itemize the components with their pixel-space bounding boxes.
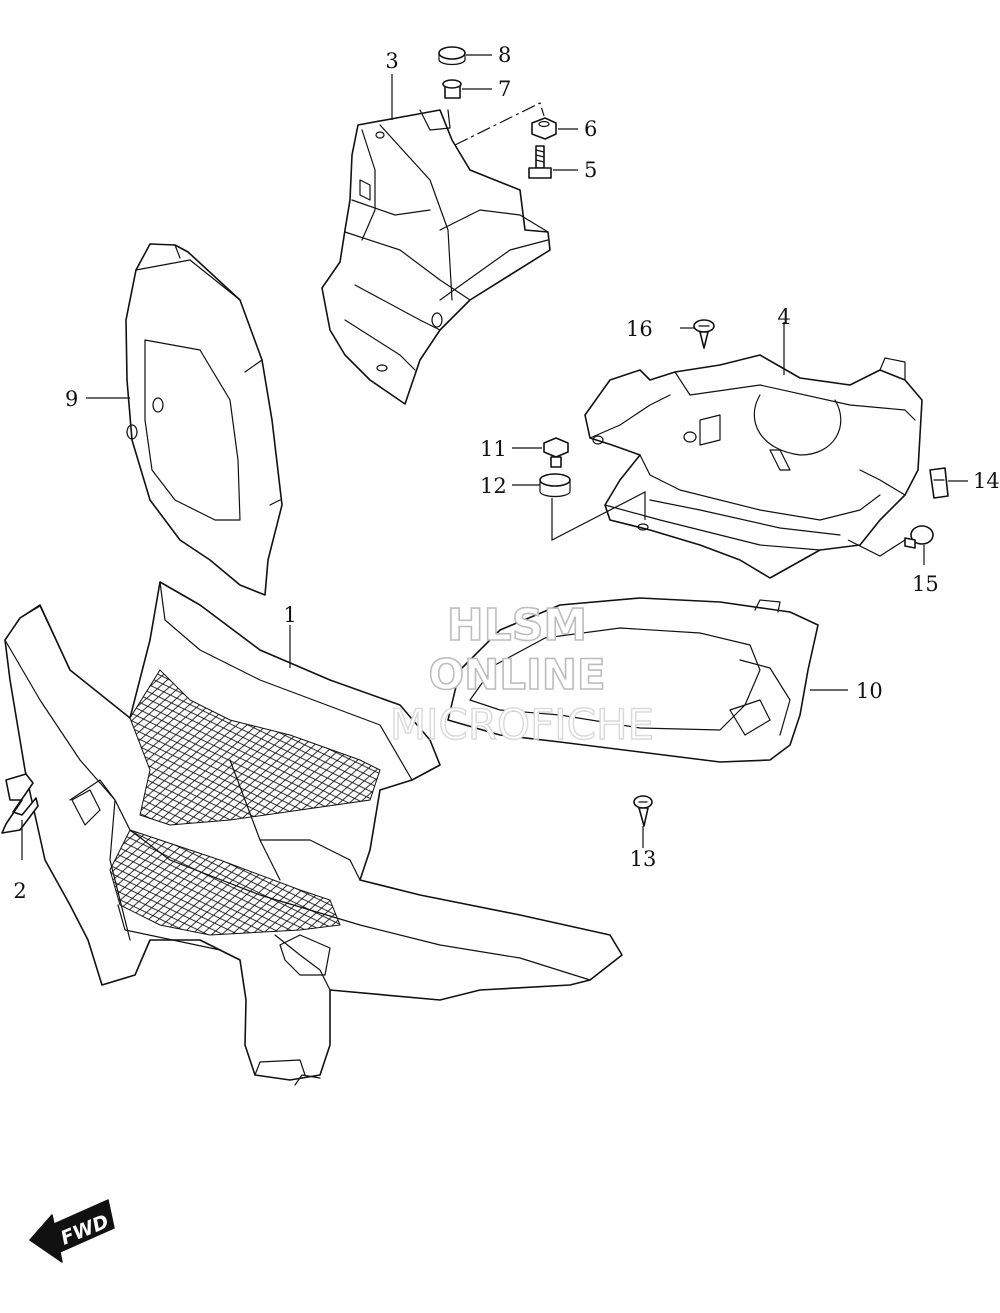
watermark: HLSM ONLINE MICROFICHE <box>389 599 655 750</box>
watermark-line-2: ONLINE <box>428 650 605 699</box>
leader-lines <box>21 54 968 860</box>
watermark-line-1: HLSM <box>447 600 587 651</box>
callout-15: 15 <box>912 572 939 596</box>
callout-12: 12 <box>480 474 507 498</box>
callout-2: 2 <box>13 879 26 903</box>
callout-13: 13 <box>630 847 657 871</box>
callout-10: 10 <box>856 679 883 703</box>
part-9-left-headlight-trim <box>125 243 283 596</box>
callout-1: 1 <box>283 603 296 627</box>
callout-11: 11 <box>480 437 507 461</box>
callout-labels: 3 8 7 6 5 4 16 9 11 12 14 15 1 10 13 2 <box>13 43 999 903</box>
part-2-emblem <box>1 773 39 834</box>
watermark-line-3: MICROFICHE <box>390 700 654 749</box>
callout-3: 3 <box>385 49 398 73</box>
hardware-fasteners <box>438 46 949 827</box>
part-1-front-grille <box>4 581 623 1086</box>
fwd-arrow-icon <box>29 1199 115 1263</box>
part-3-headlight-housing <box>321 109 551 405</box>
callout-8: 8 <box>498 43 511 67</box>
callout-16: 16 <box>626 317 653 341</box>
callout-7: 7 <box>498 77 511 101</box>
part-4-rear-headlight-housing <box>584 354 923 579</box>
callout-14: 14 <box>973 469 1000 493</box>
part-10-right-headlight-trim <box>447 597 819 763</box>
callout-5: 5 <box>584 158 597 182</box>
callout-6: 6 <box>584 117 597 141</box>
callout-4: 4 <box>777 305 790 329</box>
callout-9: 9 <box>65 387 78 411</box>
fwd-direction-badge: FWD <box>29 1199 115 1263</box>
